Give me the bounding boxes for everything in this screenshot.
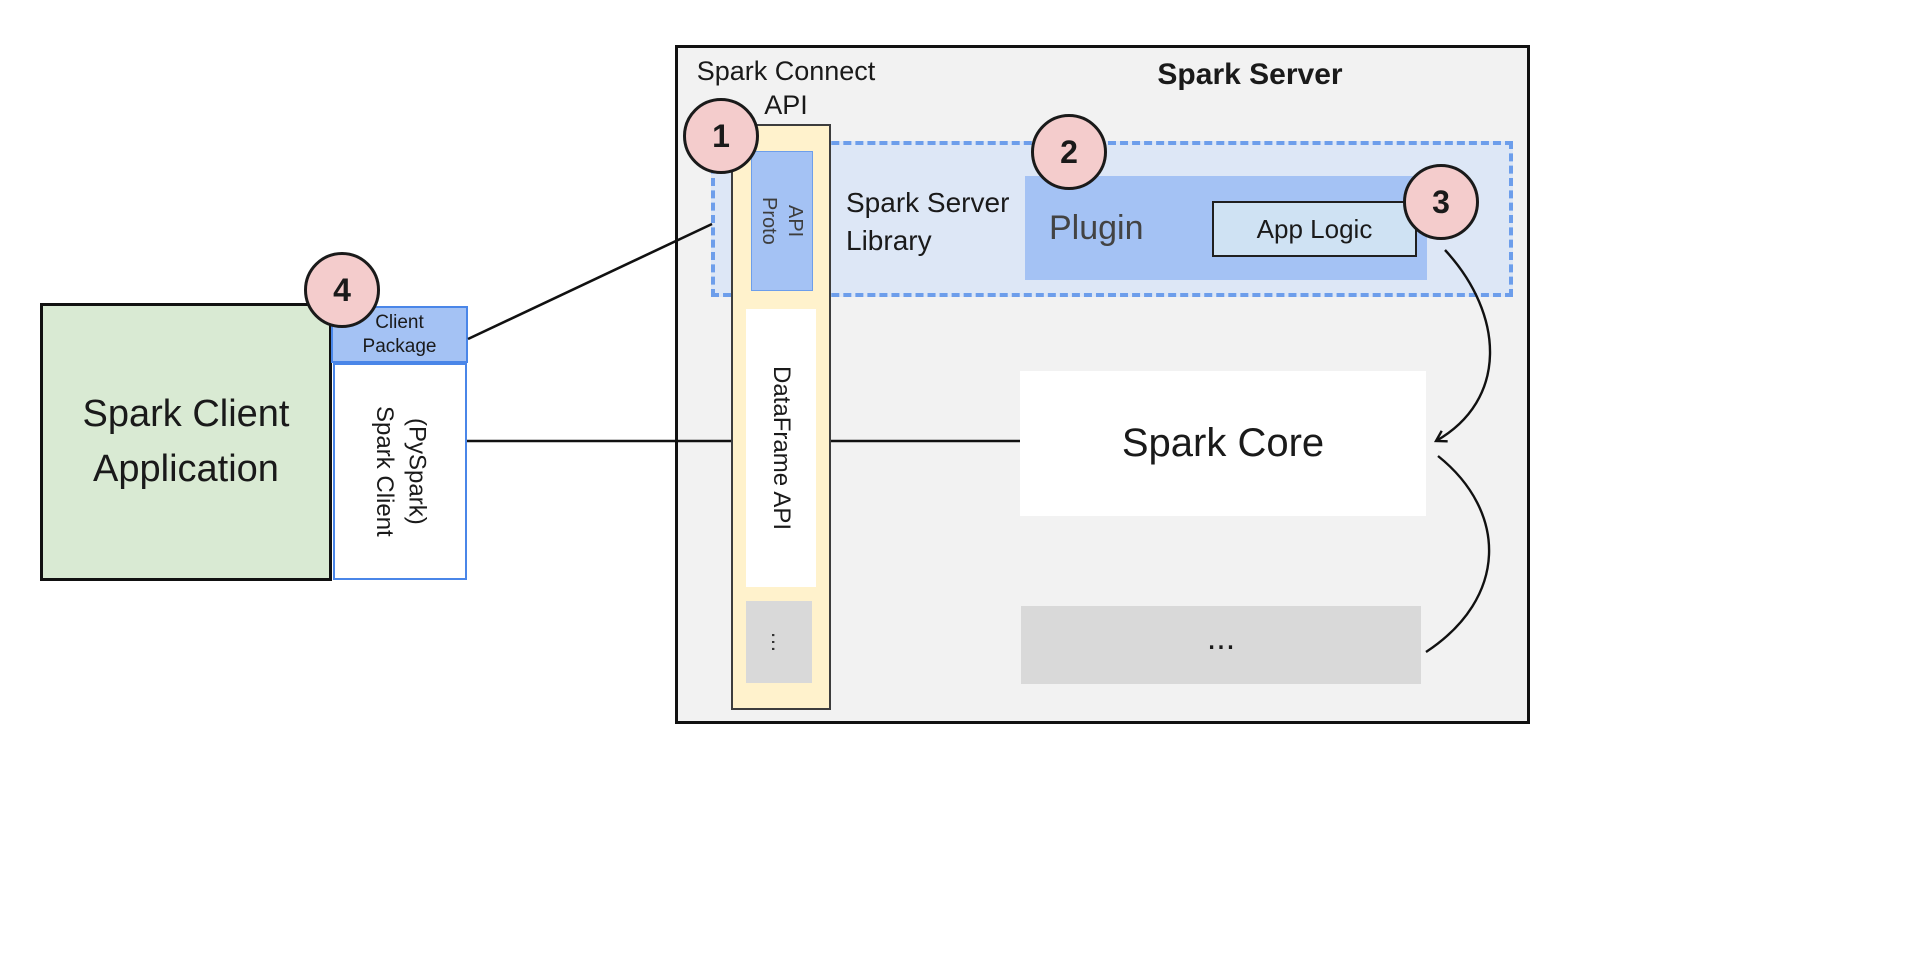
- spark-core-label: Spark Core: [1121, 421, 1325, 465]
- app-logic-box: App Logic: [1212, 201, 1417, 257]
- server-more-box: ...: [1021, 606, 1421, 684]
- proto-api-label: Proto API: [758, 197, 806, 245]
- badge-4: 4: [304, 252, 380, 328]
- spark-core-box: Spark Core: [1020, 371, 1426, 516]
- spark-server-title: Spark Server: [1157, 58, 1343, 91]
- dataframe-api-box: DataFrame API: [746, 309, 816, 587]
- spark-client-pyspark-box: Spark Client (PySpark): [333, 363, 467, 580]
- badge-2-number: 2: [1060, 133, 1078, 170]
- badge-3: 3: [1403, 164, 1479, 240]
- api-column-more-label: …: [767, 631, 792, 653]
- plugin-label: Plugin: [1049, 208, 1144, 247]
- badge-3-number: 3: [1432, 183, 1450, 220]
- badge-2: 2: [1031, 114, 1107, 190]
- badge-1-number: 1: [712, 117, 730, 154]
- api-column-more-box: …: [746, 601, 812, 683]
- spark-client-application-box: Spark Client Application: [40, 303, 332, 581]
- app-logic-label: App Logic: [1256, 213, 1373, 244]
- dataframe-api-label: DataFrame API: [768, 365, 795, 531]
- client-package-box: Client Package: [331, 306, 468, 363]
- spark-client-application-label: Spark Client Application: [82, 392, 290, 490]
- spark-client-pyspark-label: Spark Client (PySpark): [371, 406, 431, 537]
- proto-api-box: Proto API: [751, 151, 813, 291]
- spark-server-library-label: Spark Server Library: [846, 187, 1010, 256]
- client-package-label: Client Package: [362, 311, 437, 357]
- badge-4-number: 4: [333, 271, 351, 308]
- server-more-label: ...: [1206, 618, 1236, 657]
- spark-connect-api-label: Spark Connect API: [696, 56, 876, 120]
- badge-1: 1: [683, 98, 759, 174]
